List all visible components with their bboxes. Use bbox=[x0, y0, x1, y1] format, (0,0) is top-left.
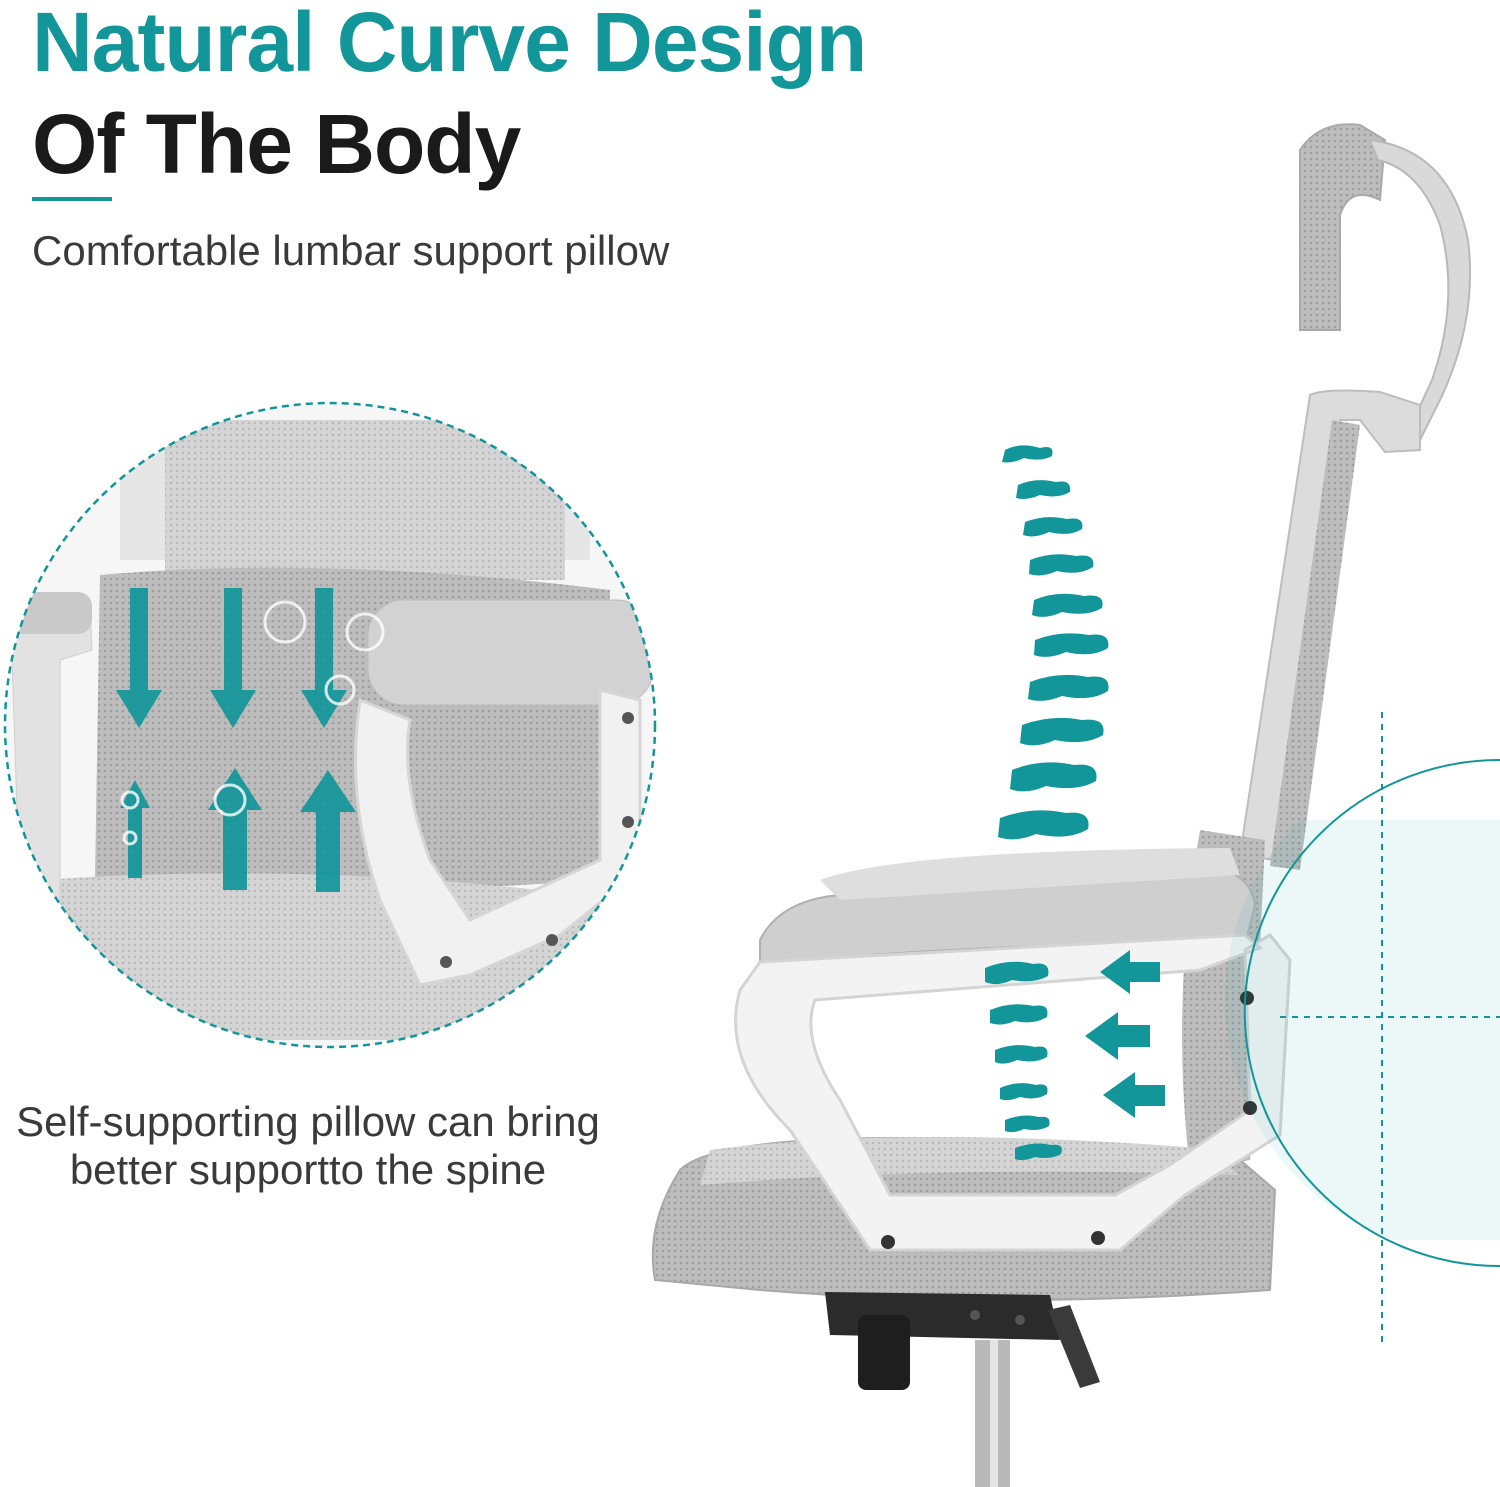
headline-line-2: Of The Body bbox=[32, 97, 521, 191]
lumbar-zoom-inset bbox=[3, 401, 657, 1049]
accent-divider bbox=[32, 197, 112, 201]
caption-line-1: Self-supporting pillow can bring bbox=[16, 1098, 600, 1145]
spine-vertebrae-icon bbox=[998, 445, 1109, 840]
support-arrow-icon bbox=[1085, 950, 1165, 1118]
office-chair-illustration bbox=[651, 123, 1472, 1487]
caption-line-2: better supportto the spine bbox=[69, 1146, 547, 1193]
spine-lower-icon bbox=[985, 961, 1062, 1161]
headline-line-1: Natural Curve Design bbox=[32, 0, 867, 89]
subtitle: Comfortable lumbar support pillow bbox=[32, 227, 670, 274]
caption: Self-supporting pillow can bring better … bbox=[0, 1098, 616, 1194]
